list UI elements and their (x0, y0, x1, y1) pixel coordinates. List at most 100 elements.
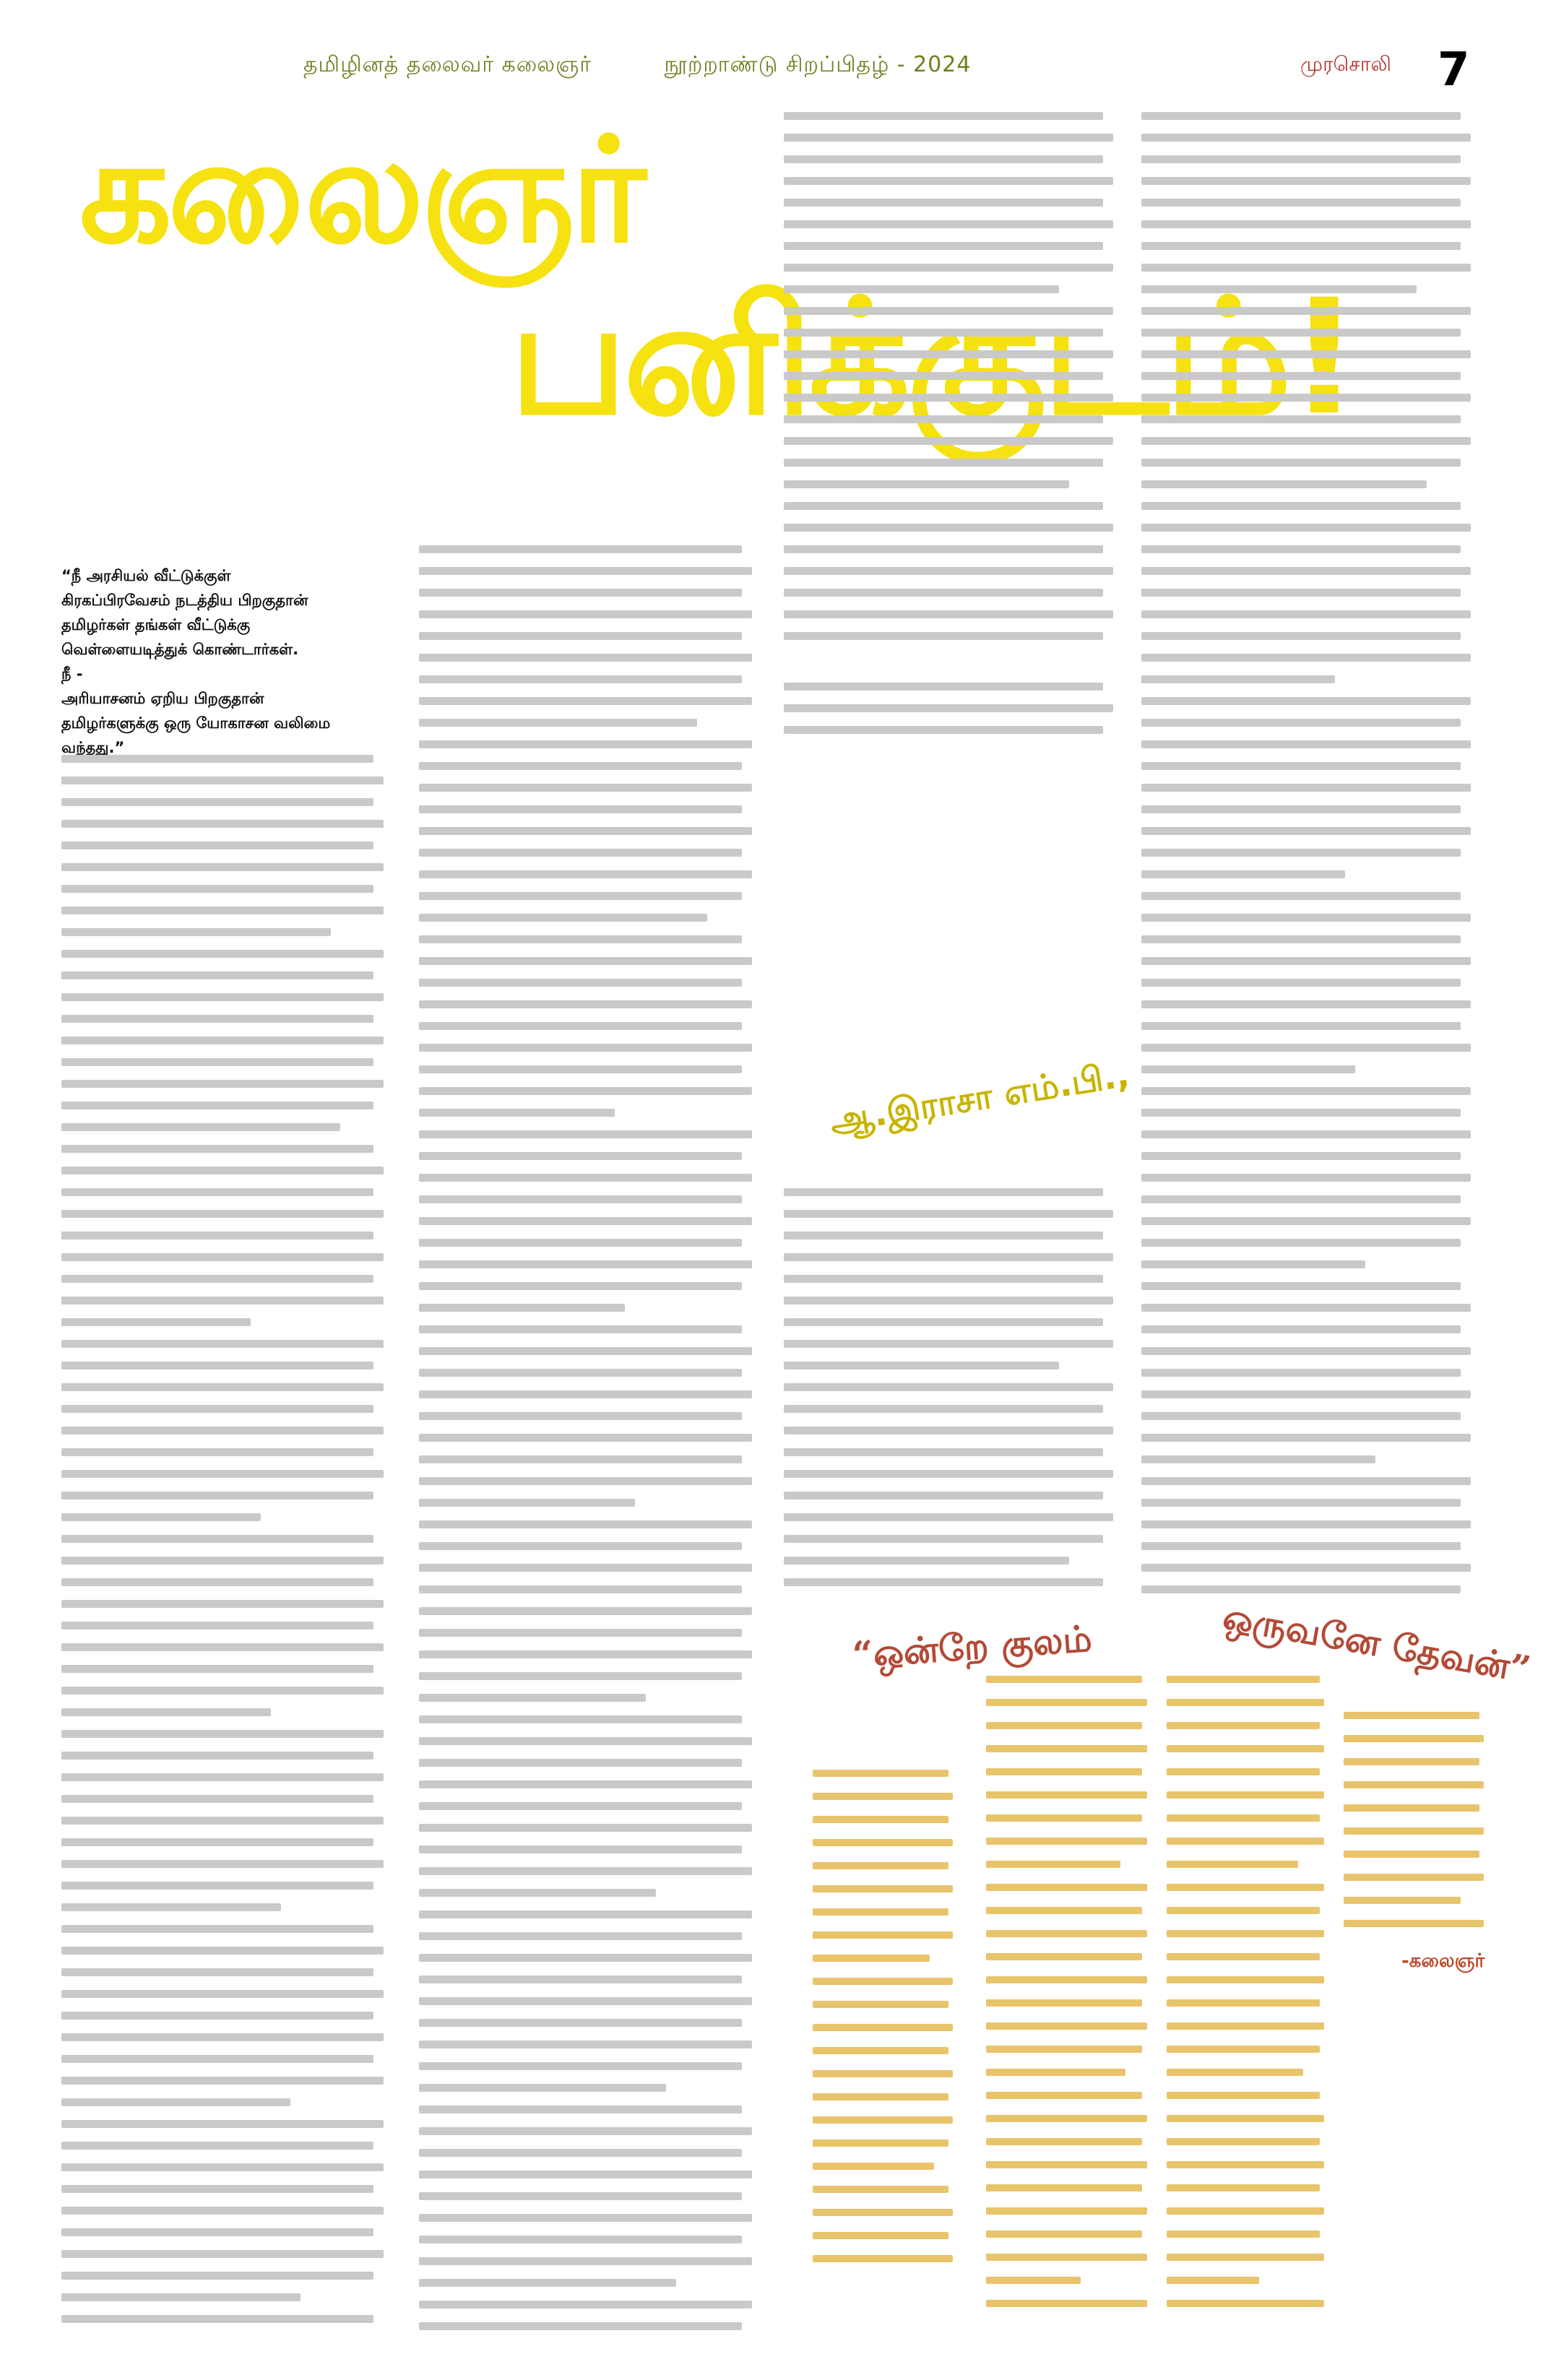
text-line (1141, 415, 1461, 423)
text-line (419, 1325, 742, 1333)
text-line (1141, 155, 1461, 163)
text-line (1141, 1217, 1471, 1225)
text-line (784, 1557, 1069, 1565)
text-line (784, 242, 1103, 250)
text-line (61, 928, 331, 936)
text-line (813, 1978, 953, 1985)
text-line (61, 2185, 374, 2193)
text-line (419, 1780, 752, 1788)
text-line (1344, 1851, 1479, 1858)
text-line (1167, 1676, 1320, 1683)
text-line (61, 2250, 384, 2258)
text-line (1167, 1791, 1325, 1799)
text-line (813, 2139, 948, 2147)
text-line (419, 1802, 742, 1810)
text-line (784, 480, 1069, 488)
text-line (61, 820, 384, 828)
text-line (784, 589, 1103, 597)
text-line (1141, 1109, 1461, 1117)
text-line (784, 1297, 1113, 1304)
text-line (784, 112, 1103, 120)
text-line (419, 849, 742, 857)
text-line (986, 1791, 1148, 1799)
text-line (813, 1862, 948, 1869)
text-line (419, 2171, 752, 2178)
text-line (784, 1188, 1103, 1196)
text-line (986, 2277, 1081, 2284)
text-line (1141, 1390, 1471, 1398)
text-line (784, 704, 1113, 712)
text-line (813, 2001, 948, 2008)
text-line (1141, 285, 1417, 293)
text-line (813, 1816, 948, 1823)
text-line (986, 2184, 1143, 2191)
text-line (1344, 1804, 1479, 1812)
text-line (1141, 177, 1471, 185)
text-line (61, 950, 384, 958)
text-line (1167, 2022, 1325, 2030)
text-line (784, 545, 1103, 553)
text-line (1141, 480, 1427, 488)
text-line (61, 1470, 384, 1478)
text-line (1141, 610, 1471, 618)
text-line (1141, 459, 1461, 467)
text-line (419, 1564, 752, 1572)
article-column-2 (419, 545, 762, 2344)
text-line (1141, 372, 1461, 380)
text-line (419, 545, 742, 553)
text-line (419, 1369, 742, 1377)
text-line (784, 199, 1103, 207)
text-line (61, 1643, 384, 1651)
text-line (813, 2163, 934, 2170)
text-line (986, 1907, 1143, 1914)
text-line (1141, 1412, 1461, 1420)
text-line (419, 1434, 752, 1442)
text-line (1141, 524, 1471, 532)
text-line (784, 394, 1113, 402)
text-line (61, 2055, 374, 2063)
text-line (419, 2214, 752, 2222)
text-line (419, 1065, 742, 1073)
text-line (986, 2022, 1148, 2030)
text-line (1167, 1838, 1325, 1845)
text-line (61, 1513, 261, 1521)
text-line (1167, 1745, 1325, 1752)
text-line (813, 1955, 930, 1962)
text-line (419, 1499, 636, 1507)
text-line (1141, 1239, 1461, 1247)
text-line (784, 1405, 1103, 1413)
text-line (1141, 264, 1471, 272)
text-line (1141, 1455, 1376, 1463)
text-line (61, 2163, 384, 2171)
text-line (61, 1210, 384, 1218)
text-line (1141, 784, 1471, 792)
text-line (1141, 1477, 1471, 1485)
text-line (784, 1578, 1103, 1586)
text-line (1167, 2046, 1320, 2053)
text-line (61, 1492, 374, 1500)
text-line (61, 1318, 251, 1326)
text-line (61, 1752, 374, 1760)
text-line (419, 1911, 752, 1918)
text-line (61, 1773, 384, 1781)
text-line (1141, 502, 1461, 510)
text-line (784, 1427, 1113, 1435)
text-line (1141, 957, 1471, 965)
text-line (419, 1607, 752, 1615)
text-line (813, 1839, 953, 1846)
text-line (1344, 1758, 1479, 1765)
text-line (784, 372, 1103, 380)
text-line (1141, 1065, 1356, 1073)
text-line (61, 1362, 374, 1369)
text-line (1141, 719, 1461, 727)
text-line (1167, 2161, 1325, 2168)
text-line (419, 1260, 752, 1268)
text-line (1344, 1781, 1484, 1788)
text-line (986, 1930, 1148, 1937)
text-line (1167, 2230, 1320, 2238)
text-line (813, 2116, 953, 2124)
text-line (1141, 1130, 1471, 1138)
text-line (419, 1715, 742, 1723)
text-line (1141, 914, 1471, 922)
text-line (419, 935, 742, 943)
